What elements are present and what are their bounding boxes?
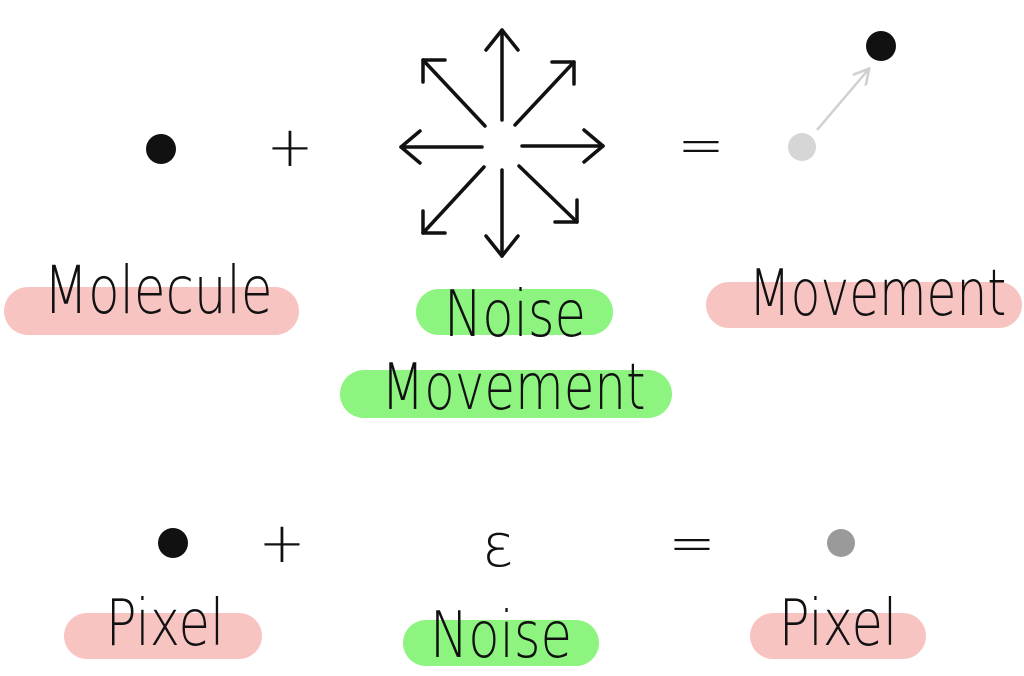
epsilon-symbol: ε <box>481 511 515 581</box>
noisy-pixel-dot-icon <box>827 529 855 557</box>
molecule-highlight <box>4 287 299 335</box>
noise-arrows-icon <box>399 28 605 258</box>
pixel-dot-icon <box>158 528 188 558</box>
moved-molecule-dot-icon <box>866 31 896 61</box>
pixel-right-label: Pixel <box>778 587 898 661</box>
equals-sign-row2: = <box>668 511 716 576</box>
pixel-left-label: Pixel <box>105 587 225 661</box>
noise-bottom-label: Noise <box>429 599 573 673</box>
noise-movement-highlight <box>340 370 672 418</box>
faded-molecule-dot-icon <box>788 133 816 161</box>
plus-sign-row2: + <box>258 511 306 576</box>
plus-sign-row1: + <box>266 115 314 180</box>
noise-bottom-highlight <box>403 620 599 666</box>
noise-movement-label: Movement <box>381 351 646 425</box>
molecule-dot-icon <box>146 134 176 164</box>
noise-highlight <box>416 289 613 335</box>
movement-highlight <box>706 282 1022 328</box>
pixel-left-highlight <box>64 613 262 659</box>
equals-sign-row1: = <box>677 113 725 178</box>
molecule-label: Molecule <box>43 252 273 329</box>
movement-arrow-icon <box>816 70 868 131</box>
noise-label: Noise <box>443 278 587 352</box>
movement-label: Movement <box>748 257 1007 331</box>
pixel-right-highlight <box>750 613 926 659</box>
